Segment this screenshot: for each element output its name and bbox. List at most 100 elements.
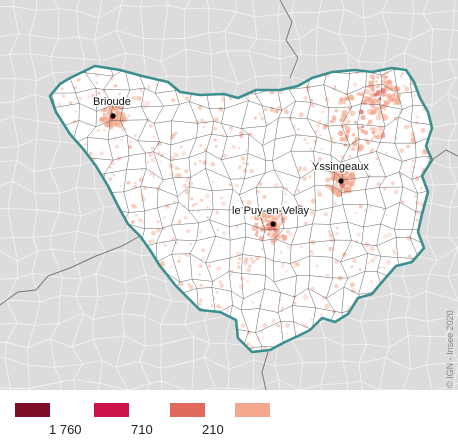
density-dot <box>310 251 314 255</box>
density-dot <box>316 189 322 195</box>
density-dot <box>198 264 203 268</box>
density-dot <box>374 92 378 97</box>
density-dot <box>354 136 359 142</box>
density-dot <box>282 236 287 242</box>
density-dot <box>414 121 419 125</box>
density-dot <box>275 324 279 327</box>
density-dot <box>288 234 291 237</box>
city-marker-yssingeaux[interactable] <box>338 178 344 184</box>
density-dot <box>404 86 410 92</box>
density-dot <box>420 128 426 133</box>
density-dot <box>378 125 384 132</box>
density-dot <box>174 166 179 171</box>
density-dot <box>178 281 184 287</box>
density-dot <box>136 96 142 101</box>
density-dot <box>389 98 394 103</box>
density-dot <box>95 81 98 84</box>
density-dot <box>171 132 176 137</box>
density-dot <box>246 279 250 283</box>
density-dot <box>410 138 416 144</box>
density-dot <box>148 124 153 128</box>
density-dot <box>295 262 300 267</box>
density-dot <box>198 159 202 163</box>
density-dot <box>309 249 313 253</box>
city-marker-le-puy-en-velay[interactable] <box>270 221 276 227</box>
density-dot <box>369 246 375 252</box>
city-label-brioude: Brioude <box>93 96 131 108</box>
density-dot <box>96 96 100 101</box>
city-le-puy-en-velay[interactable]: le Puy-en-Velay <box>231 204 311 227</box>
density-dot <box>342 176 350 183</box>
density-dot <box>199 144 202 147</box>
density-dot <box>408 254 412 258</box>
density-dot <box>328 233 333 238</box>
density-dot <box>199 230 202 234</box>
density-dot <box>155 227 161 233</box>
density-dot <box>187 176 191 180</box>
density-dot <box>147 240 152 244</box>
copyright-notice: © IGN - Insee 2020 <box>444 300 456 388</box>
density-dot <box>183 183 188 189</box>
density-dot <box>383 70 389 76</box>
density-dot <box>269 106 275 112</box>
density-dot <box>84 143 88 146</box>
density-dot <box>373 255 378 260</box>
density-dot <box>230 269 234 274</box>
density-dot <box>359 204 363 209</box>
density-dot <box>360 128 365 134</box>
density-dot <box>351 147 356 151</box>
west-department-border <box>0 235 141 306</box>
density-dot <box>146 84 152 90</box>
density-dot <box>132 204 137 209</box>
density-dot <box>375 157 379 161</box>
density-dot <box>178 221 181 225</box>
density-dot <box>186 253 190 257</box>
density-dot <box>184 253 187 256</box>
density-dot <box>356 92 361 96</box>
density-dot <box>200 257 205 262</box>
density-dot <box>131 95 137 101</box>
density-dot <box>355 211 358 214</box>
density-dot <box>412 93 417 98</box>
density-dot <box>275 109 279 114</box>
density-dot <box>375 114 382 121</box>
density-dot <box>398 172 403 178</box>
density-dot <box>382 209 385 212</box>
density-dot <box>260 116 265 121</box>
density-dot <box>151 230 156 236</box>
density-dot <box>193 162 197 166</box>
density-dot <box>189 242 193 246</box>
density-dot <box>266 121 270 125</box>
density-dot <box>408 125 411 128</box>
city-marker-brioude[interactable] <box>110 113 116 119</box>
density-dot <box>253 134 256 137</box>
density-dot <box>114 121 118 124</box>
map-canvas: Brioude Yssingeaux le Puy-en-Velay <box>0 0 458 390</box>
density-dot <box>415 177 420 182</box>
city-yssingeaux[interactable]: Yssingeaux <box>311 160 371 184</box>
density-dot <box>364 89 371 95</box>
density-dot <box>372 127 378 133</box>
density-dot <box>236 251 242 257</box>
density-dot <box>118 92 121 96</box>
density-dot <box>147 117 150 121</box>
density-dot <box>332 141 336 145</box>
density-dot <box>339 118 344 122</box>
density-dot <box>210 304 214 308</box>
legend-label-1: 1 760 <box>49 422 82 437</box>
density-dot <box>350 265 354 269</box>
density-dot <box>60 114 63 117</box>
density-dot <box>385 151 388 154</box>
density-dot <box>188 284 194 290</box>
density-dot <box>296 188 301 193</box>
density-dot <box>310 286 315 291</box>
density-dot <box>400 72 404 76</box>
density-dot <box>216 266 221 272</box>
density-dot <box>308 147 313 152</box>
density-dot <box>263 235 267 239</box>
city-brioude[interactable]: Brioude <box>92 95 132 119</box>
density-dot <box>281 262 285 266</box>
density-dot <box>391 181 395 186</box>
density-dot <box>315 123 321 128</box>
density-dot <box>356 232 361 237</box>
